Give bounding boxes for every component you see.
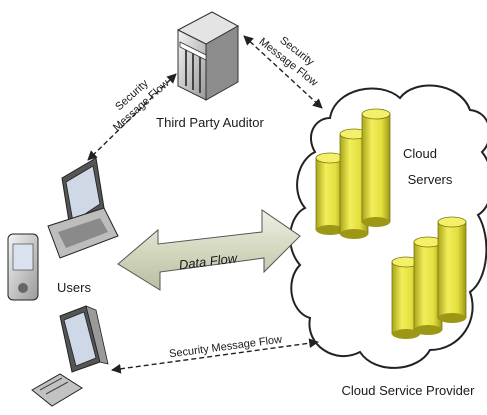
- auditor-building-icon: [176, 11, 240, 101]
- laptop-icon: [47, 157, 119, 259]
- cloud-servers-icon: [315, 108, 391, 239]
- data-flow-label: Data Flow: [178, 250, 240, 272]
- cloud-servers-icon: [391, 216, 467, 339]
- pda-icon: [7, 233, 39, 301]
- security-flow-users-cloud: [111, 338, 319, 374]
- desktop-icon: [31, 305, 109, 407]
- security-flow-auditor-cloud: [243, 35, 323, 109]
- users-label: Users: [57, 280, 91, 295]
- provider-label: Cloud Service Provider: [342, 383, 476, 398]
- security-flow-auditor-users: [87, 73, 177, 161]
- security-flow-users-cloud-label: Security Message Flow: [168, 334, 282, 361]
- auditor-label: Third Party Auditor: [156, 115, 264, 130]
- cloud-servers-label-1: Cloud: [403, 146, 437, 161]
- data-flow-arrow: [117, 209, 301, 291]
- cloud-servers-label-2: Servers: [408, 172, 453, 187]
